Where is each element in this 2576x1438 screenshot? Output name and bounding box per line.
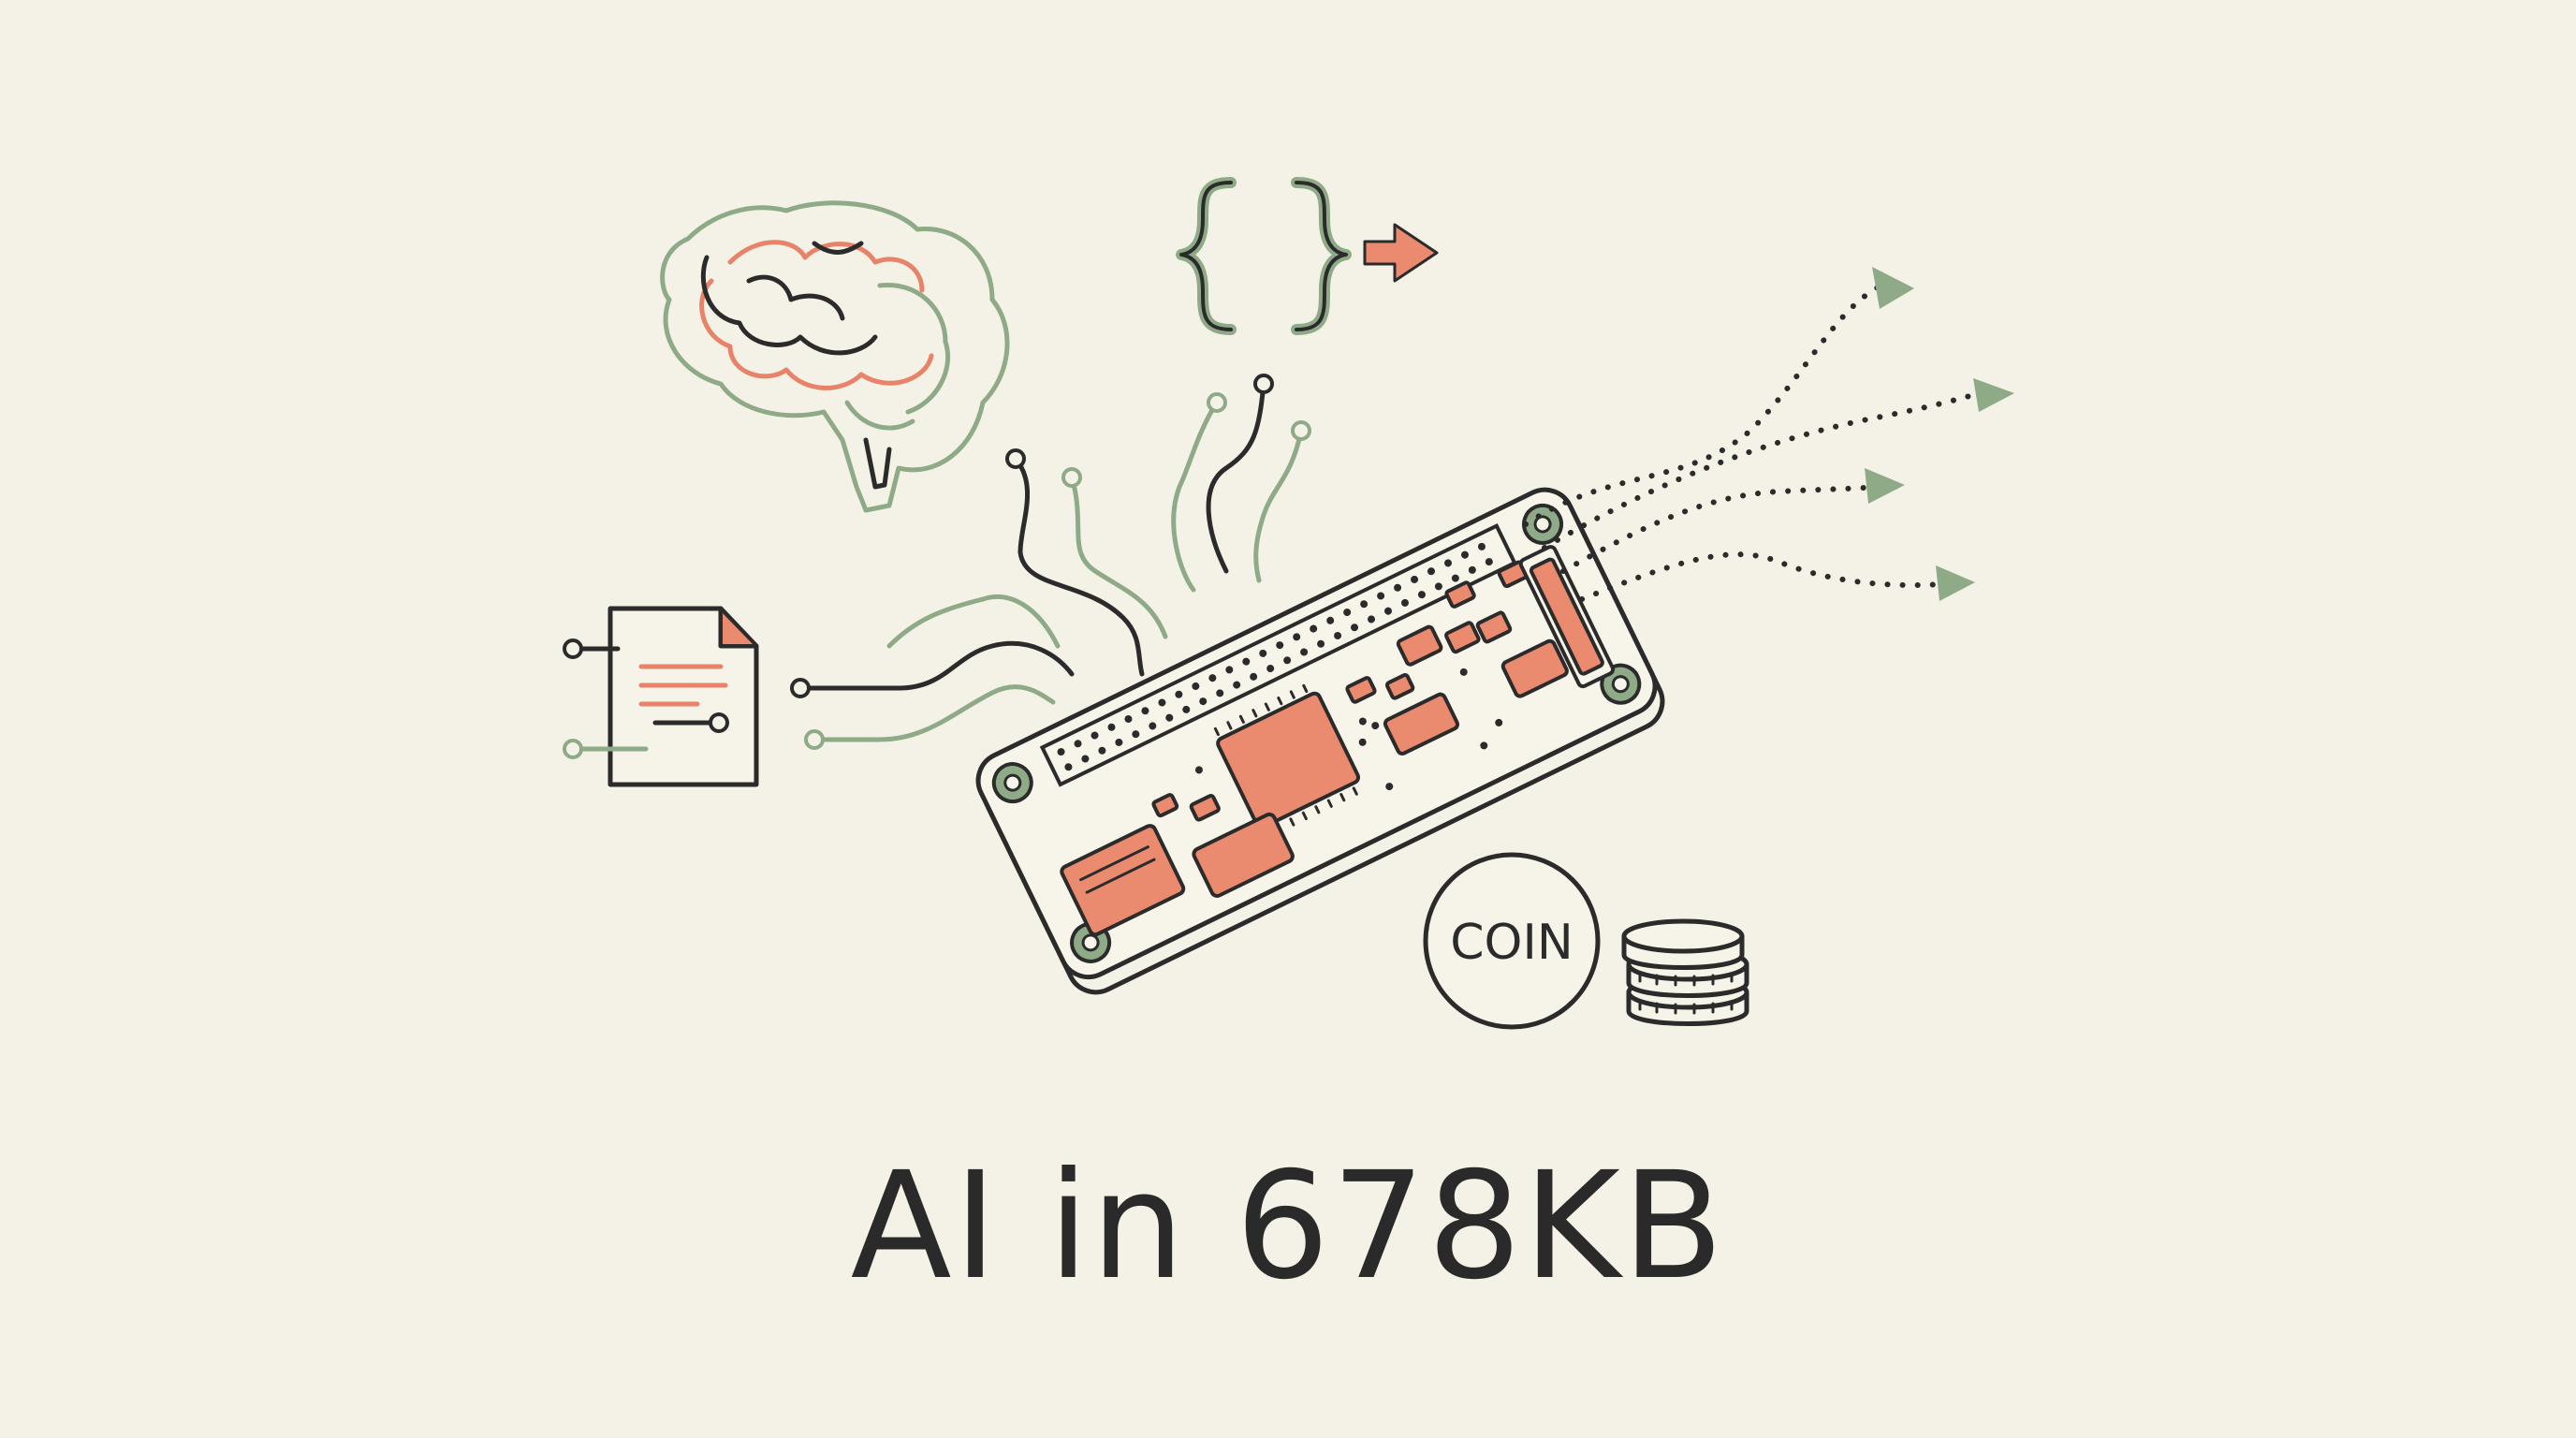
sd-card-slot	[1060, 824, 1186, 937]
document-icon	[563, 606, 759, 787]
coin-label: COIN	[1450, 915, 1573, 971]
header-pins	[1057, 542, 1493, 771]
page-title: AI in 678KB	[850, 1140, 1726, 1313]
arrow-right-icon	[1363, 223, 1439, 283]
usb-port	[1192, 812, 1295, 898]
circuit-traces	[790, 374, 1311, 750]
signal-arrows-icon	[1523, 267, 2014, 602]
coin-icon: COIN	[1423, 852, 1601, 1030]
circuit-board-icon	[975, 487, 1665, 995]
processor-chip	[1216, 691, 1361, 829]
coin-stack-icon	[1621, 918, 1749, 1026]
code-braces-icon	[1176, 177, 1352, 335]
brain-icon	[660, 200, 1010, 513]
